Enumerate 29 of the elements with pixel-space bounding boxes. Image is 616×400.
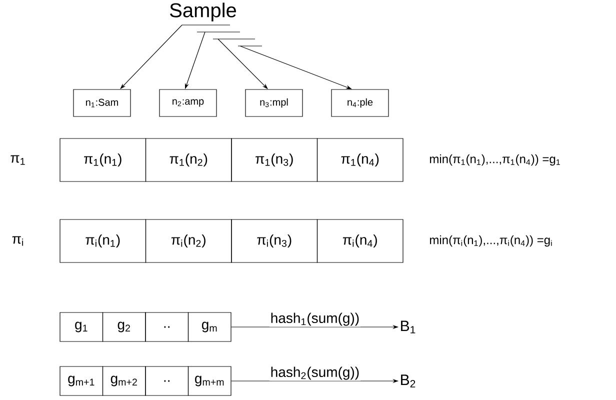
edge-label: hash$_{2}$(sum(g)) (269, 366, 361, 381)
bucket-label: B$_{1}$ (401, 320, 416, 334)
table-cell: g$_{m+m}$ (188, 366, 232, 396)
table-cell: g$_{m+1}$ (60, 366, 104, 396)
table-cell: π$_{1}$(n$_{3}$) (231, 138, 318, 182)
token-box: n$_{1}$:Sam (73, 89, 131, 117)
edge-label: hash$_{1}$(sum(g)) (269, 312, 361, 327)
table-cell: g$_{1}$ (60, 312, 104, 342)
table-cell: π$_{1}$(n$_{2}$) (145, 138, 232, 182)
row-label: π$_{i}$ (12, 236, 24, 246)
table-cell: π$_{1}$(n$_{4}$) (316, 138, 404, 182)
formula-text: min(π$_{1}$(n$_{1}$),...,π$_{1}$(n$_{4}$)) =g$_{1}$ (430, 154, 560, 166)
table-cell: π$_{1}$(n$_{1}$) (60, 138, 146, 182)
token-box: n$_{2}$:amp (159, 89, 217, 117)
table-cell: g$_{2}$ (102, 312, 146, 342)
table-cell: g$_{m}$ (188, 312, 232, 342)
table-cell: .. (145, 312, 189, 342)
table-cell: .. (145, 366, 189, 396)
row-label: π$_{1}$ (10, 155, 25, 165)
table-cell: π$_{i}$(n$_{1}$) (60, 219, 146, 263)
title-text: Sample (170, 2, 236, 22)
bucket-label: B$_{2}$ (401, 374, 416, 388)
table-cell: π$_{i}$(n$_{2}$) (145, 219, 232, 263)
token-box: n$_{3}$:mpl (245, 89, 303, 117)
table-cell: g$_{m+2}$ (102, 366, 146, 396)
table-cell: π$_{i}$(n$_{3}$) (231, 219, 318, 263)
formula-text: min(π$_{i}$(n$_{1}$),...,π$_{i}$(n$_{4}$)) =g$_{i}$ (430, 235, 552, 247)
token-box: n$_{4}$:ple (331, 89, 389, 117)
table-cell: π$_{i}$(n$_{4}$) (316, 219, 404, 263)
